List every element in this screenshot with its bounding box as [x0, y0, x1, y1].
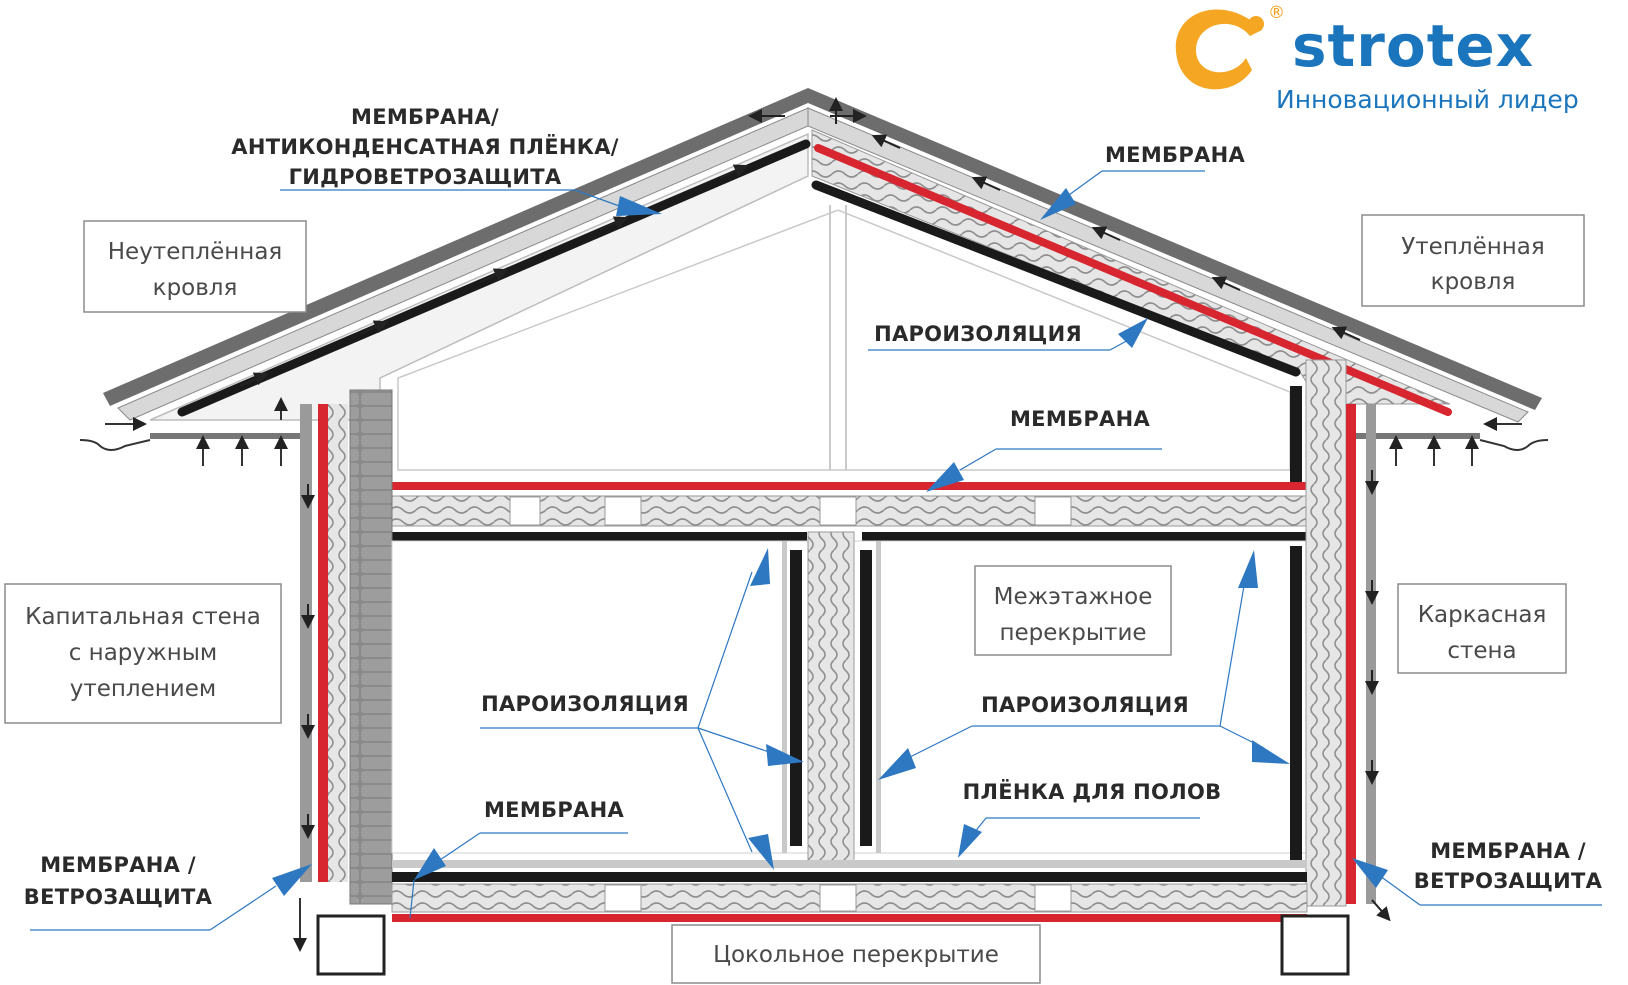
callouts: МЕМБРАНА/ АНТИКОНДЕНСАТНАЯ ПЛЁНКА/ ГИДРО… — [24, 105, 1603, 931]
pointer-roof-right — [1040, 188, 1076, 220]
label-ceiling-membrane: МЕМБРАНА — [1010, 407, 1150, 431]
pointer-floor-membrane — [414, 848, 446, 880]
box-uninsulated-roof-line1: Неутеплённая — [108, 239, 283, 265]
interfloor-slab — [391, 482, 1307, 541]
box-capital-wall-line2: с наружным — [69, 640, 218, 666]
label-wind-right-line2: ВЕТРОЗАЩИТА — [1414, 869, 1603, 893]
label-wind-left-line1: МЕМБРАНА / — [40, 853, 196, 877]
attic-room — [397, 205, 1302, 482]
box-uninsulated-roof: Неутеплённая кровля — [83, 220, 307, 313]
brand-logo: ® strotex Инновационный лидер — [1175, 3, 1579, 114]
roof-airflow-arrows-left — [239, 164, 749, 387]
label-roof-membrane-line2: АНТИКОНДЕНСАТНАЯ ПЛЁНКА/ — [231, 134, 618, 159]
box-base-floor-line1: Цокольное перекрытие — [713, 942, 999, 968]
attic-vapor-wall — [1290, 386, 1302, 482]
floor-membrane-line — [392, 914, 1307, 922]
partition-vapor-left — [790, 550, 802, 846]
label-wind-right-line1: МЕМБРАНА / — [1430, 839, 1586, 863]
label-wind-left-line2: ВЕТРОЗАЩИТА — [24, 885, 213, 909]
box-capital-wall-line3: утеплением — [70, 676, 217, 702]
pointer-wind-right — [1352, 858, 1388, 888]
roof-battens-right — [807, 107, 1529, 423]
box-uninsulated-roof-line2: кровля — [153, 275, 238, 301]
right-wall-airflow-arrows — [1365, 470, 1391, 922]
box-base-floor: Цокольное перекрытие — [671, 924, 1041, 984]
box-frame-wall-line2: стена — [1447, 638, 1516, 664]
ceiling-membrane-line — [392, 482, 1306, 490]
pointer-vapor-left-ceiling — [750, 548, 770, 586]
left-wall-membrane — [318, 404, 328, 882]
label-floor-membrane: МЕМБРАНА — [484, 798, 624, 822]
roof-airflow-arrows-right — [871, 134, 1361, 341]
label-floor-film: ПЛЁНКА ДЛЯ ПОЛОВ — [963, 779, 1222, 804]
ceiling-vapor-right — [862, 532, 1306, 541]
label-roof-vapor: ПАРОИЗОЛЯЦИЯ — [874, 322, 1082, 346]
capital-wall — [300, 389, 393, 905]
box-interfloor-line1: Межэтажное — [994, 584, 1153, 610]
pointer-vapor-right-wall — [1252, 740, 1290, 764]
roof — [103, 88, 1542, 423]
pointer-roof-vapor — [1118, 318, 1148, 348]
pointer-floor-film — [958, 824, 982, 858]
pointer-vapor-left-floor — [748, 834, 774, 870]
pointer-vapor-right-partition — [878, 748, 916, 780]
box-capital-wall: Капитальная стена с наружным утеплением — [4, 583, 282, 724]
box-insulated-roof-line1: Утеплённая — [1401, 234, 1544, 260]
label-roof-right-membrane: МЕМБРАНА — [1105, 143, 1245, 167]
right-wall-membrane — [1346, 404, 1356, 904]
floor-film-line — [392, 872, 1307, 882]
ceiling-vapor-left — [392, 532, 807, 541]
frame-wall — [1305, 359, 1391, 922]
logo-registered-mark: ® — [1268, 3, 1285, 23]
label-vapor-right: ПАРОИЗОЛЯЦИЯ — [981, 693, 1189, 717]
box-frame-wall: Каркасная стена — [1397, 583, 1567, 674]
label-vapor-left: ПАРОИЗОЛЯЦИЯ — [481, 692, 689, 716]
roof-right-vapor-line — [811, 180, 1301, 377]
base-floor-slab — [293, 860, 1350, 976]
box-interfloor: Межэтажное перекрытие — [974, 565, 1172, 656]
right-wall-vapor-line — [1290, 546, 1302, 866]
logo-wordmark: strotex — [1292, 12, 1534, 80]
box-insulated-roof-line2: кровля — [1431, 269, 1516, 295]
box-capital-wall-line1: Капитальная стена — [25, 604, 261, 630]
box-frame-wall-line1: Каркасная — [1418, 602, 1547, 628]
pointer-roof-left — [616, 196, 662, 216]
partition-vapor-right — [860, 550, 872, 846]
label-roof-membrane-line1: МЕМБРАНА/ — [351, 105, 499, 129]
pointer-wind-left — [272, 864, 312, 896]
logo-tagline: Инновационный лидер — [1276, 85, 1579, 114]
box-insulated-roof: Утеплённая кровля — [1361, 214, 1585, 307]
label-roof-membrane-line3: ГИДРОВЕТРОЗАЩИТА — [289, 165, 562, 189]
pointer-ceiling-membrane — [926, 462, 964, 492]
logo-swoosh-icon — [1175, 9, 1262, 90]
pointer-vapor-right-ceiling — [1238, 550, 1258, 588]
box-interfloor-line2: перекрытие — [999, 620, 1146, 646]
pointer-vapor-left-partition — [766, 744, 804, 766]
